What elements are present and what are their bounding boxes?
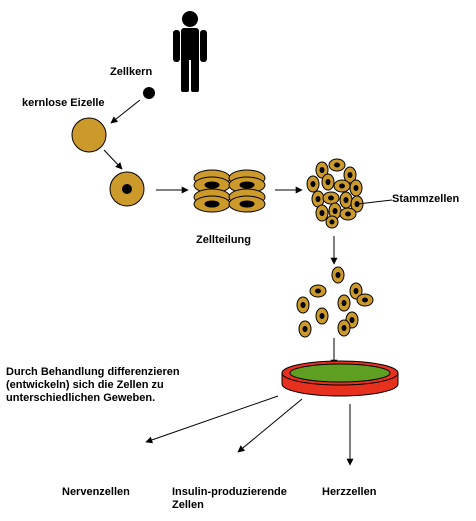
nucleus-dot xyxy=(143,87,155,99)
dispersed-stem-cells xyxy=(296,266,374,338)
enucleated-egg-cell xyxy=(71,117,107,153)
arrow-to-insulin-cells xyxy=(237,398,303,453)
human-figure-icon xyxy=(173,11,207,92)
arrow-nucleus-to-egg xyxy=(110,99,141,124)
heart-cells-label: Herzzellen xyxy=(322,486,377,498)
treatment-text-line2: (entwickeln) sich die Zellen zu xyxy=(6,379,164,391)
stem-cell-cluster xyxy=(306,158,364,229)
cell-division-label: Zellteilung xyxy=(196,234,251,246)
nucleus-label: Zellkern xyxy=(110,66,153,78)
arrow-egg-to-fused xyxy=(103,149,123,170)
stem-cells-leader-line xyxy=(357,199,393,205)
petri-dish xyxy=(281,360,399,397)
insulin-cells-label-line1: Insulin-produzierende xyxy=(172,486,287,498)
insulin-cells-label-line2: Zellen xyxy=(172,499,204,511)
dividing-cells xyxy=(193,169,266,213)
enucleated-egg-label: kernlose Eizelle xyxy=(22,97,105,109)
arrow-to-nerve-cells xyxy=(145,395,279,444)
nerve-cells-label: Nervenzellen xyxy=(62,486,130,498)
treatment-text-line3: unterschiedlichen Geweben. xyxy=(6,392,156,404)
stem-cells-label: Stammzellen xyxy=(392,193,460,205)
fused-egg-cell xyxy=(109,171,145,207)
treatment-text-line1: Durch Behandlung differenzieren xyxy=(6,366,180,378)
